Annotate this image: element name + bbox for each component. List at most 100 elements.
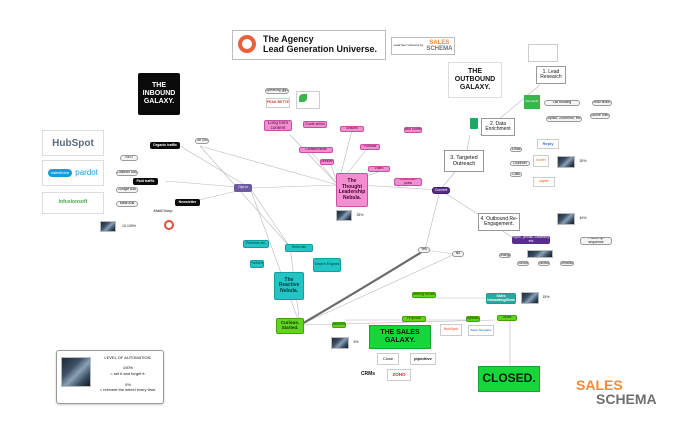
outbound-galaxy-label: THE OUTBOUND GALAXY. — [448, 62, 502, 98]
re-engagement-node[interactable]: 4. Outbound Re-Engagement. — [478, 213, 520, 231]
automation-legend: LEVEL OF AUTOMATION. 100% = set it and f… — [56, 350, 164, 404]
pardot-text: pardot — [75, 167, 98, 177]
node-guide-series[interactable]: Guide series — [303, 121, 327, 128]
node-meeting-booked[interactable]: Meeting booked — [412, 292, 436, 298]
node-reviews[interactable]: Reviews etc. — [243, 240, 269, 248]
salesforce-cloud-icon: salesforce — [48, 168, 73, 178]
node-email-finders[interactable]: Email finders — [592, 100, 612, 106]
zoominfo-logo: ZoomInfo — [524, 95, 540, 109]
node-remarket[interactable]: Remarket — [560, 261, 574, 266]
node-webinars[interactable]: Webinars — [320, 159, 334, 165]
node-linkedin-outreach[interactable]: LinkedIn — [510, 161, 530, 166]
node-nurture[interactable]: Nurture — [517, 261, 529, 266]
convert-pct: 5% — [353, 340, 359, 345]
node-long-form-content[interactable]: Long form content — [264, 120, 292, 131]
watermark-line-2: SCHEMA — [596, 391, 657, 407]
curious-started-node[interactable]: Curious. Started. — [276, 318, 304, 334]
node-deals[interactable]: Deals — [497, 315, 517, 321]
mailchimp-logo: MailChimp — [153, 207, 173, 213]
node-ads-on-content[interactable]: Ads on content — [195, 138, 209, 144]
automation-thumb-convert — [331, 337, 349, 349]
watermark-line-1: SALES — [576, 377, 623, 393]
node-linkedin-ads[interactable]: LinkedIn Ads — [116, 170, 138, 176]
node-no[interactable]: No — [452, 251, 464, 257]
hubspot-logo: HubSpot — [42, 130, 104, 156]
node-calls[interactable]: Calls — [510, 172, 522, 177]
reengage-channel-node[interactable]: Sync, (Email, Linkedin) etc — [512, 236, 550, 244]
sales-galaxy-label: THE SALES GALAXY. — [369, 325, 431, 349]
node-content-ideas[interactable]: Content ideas — [299, 147, 333, 153]
targeted-outreach-node[interactable]: 3. Targeted Outreach — [444, 150, 484, 172]
node-value-content[interactable]: Value content — [404, 127, 422, 133]
node-discovery[interactable]: Discovery — [332, 322, 346, 328]
automation-thumb-inbound — [100, 221, 116, 232]
brand-badge: Lead Gen Universe by SALES SCHEMA — [391, 37, 455, 55]
node-discussion-posts[interactable]: Discussion posts — [394, 178, 422, 186]
node-google-ads[interactable]: Google Ads — [116, 187, 138, 193]
zapier-logo: zapier — [533, 177, 555, 187]
node-opt-in[interactable]: Opt-in — [234, 184, 252, 192]
node-bounce-check[interactable]: Bounce check — [590, 113, 610, 119]
sales-pct: 15% — [542, 295, 550, 300]
legend-line-3: 0% — [125, 382, 131, 387]
close-logo: Close — [377, 353, 399, 365]
green-leaf-icon — [299, 94, 307, 102]
linkedin-logo-top — [528, 44, 558, 62]
infusionsoft-logo: Infusionsoft — [42, 192, 104, 214]
node-podcast[interactable]: Podcast — [360, 144, 380, 150]
brand-badge-2: SCHEMA — [426, 46, 453, 52]
automation-thumb-reengage — [557, 213, 575, 225]
node-articles[interactable]: Articles — [340, 126, 364, 132]
pipedrive-logo: pipedrive — [410, 353, 436, 365]
inbound-galaxy-label: THE INBOUND GALAXY. — [138, 73, 180, 115]
brand-badge-small: Lead Gen Universe by — [393, 43, 424, 48]
node-referrals[interactable]: Referrals — [285, 244, 313, 252]
title-line-1: The Agency — [263, 34, 314, 45]
inbound-pct: 10-100% — [121, 224, 136, 229]
speak-better-logo: SPEAK BETTER — [266, 98, 290, 108]
brand-badge-1: SALES — [429, 40, 450, 46]
node-apollo-zoominfo[interactable]: Apollo, ZoomInfo, etc — [546, 116, 582, 122]
automation-legend-thumb — [61, 357, 91, 387]
node-convert[interactable]: Convert — [432, 187, 450, 194]
lead-research-node[interactable]: 1. Lead Research — [536, 66, 566, 84]
node-search-engines[interactable]: Search Engines — [313, 258, 341, 272]
automation-thumb-sales — [521, 292, 539, 304]
title-card: The Agency Lead Generation Universe. — [232, 30, 386, 60]
mailchimp-icon — [164, 220, 174, 230]
node-retarget[interactable]: Retarget — [499, 253, 511, 258]
legend-title: LEVEL OF AUTOMATION. — [104, 355, 152, 360]
node-newsletter[interactable]: Newsletter — [175, 199, 200, 206]
hubspot-logo-small: HubSpot — [440, 324, 462, 336]
node-speaking-gigs[interactable]: Speaking gigs — [265, 88, 289, 94]
node-reactivate[interactable]: Reactivate — [538, 261, 550, 266]
node-partners[interactable]: Partners — [250, 260, 264, 268]
reactive-nebula-hub[interactable]: The Reactive Nebula. — [274, 272, 304, 300]
sales-schema-watermark: SALES SCHEMA — [576, 378, 668, 416]
node-seo[interactable]: SEO — [120, 155, 138, 161]
zoho-logo: ZOHO — [387, 369, 411, 381]
outreach-pct: 30% — [579, 159, 587, 164]
sales-onboarding-node[interactable]: Sales Onboarding/Demo — [486, 293, 516, 304]
node-organic-traffic[interactable]: Organic traffic — [150, 142, 180, 149]
node-negotiation[interactable]: Negotiation — [466, 316, 480, 322]
automation-thumb-reengage-2 — [527, 250, 553, 258]
closed-node[interactable]: CLOSED. — [478, 366, 540, 392]
reengage-pct: 40% — [579, 216, 587, 221]
data-enrichment-node[interactable]: 2. Data Enrichment — [481, 118, 515, 136]
hunter-logo: hunter — [533, 155, 549, 167]
node-yes[interactable]: Yes — [418, 247, 430, 253]
lifebuoy-icon — [238, 35, 256, 53]
node-follow-up-sequence[interactable]: Follow up sequence — [580, 237, 612, 245]
automation-thumb-thought — [336, 210, 352, 221]
automation-thumb-outreach — [557, 156, 575, 168]
reply-logo: Reply — [537, 139, 559, 149]
thought-leadership-hub[interactable]: The Thought Leadership Nebula. — [336, 173, 368, 207]
node-email[interactable]: Email — [510, 147, 522, 152]
node-paid-traffic[interactable]: Paid traffic — [133, 178, 158, 185]
thought-pct: 25% — [356, 213, 364, 218]
node-list-building[interactable]: List building — [544, 100, 580, 106]
node-meta-ads[interactable]: Meta Ads — [116, 201, 138, 207]
node-video[interactable]: Video — [368, 166, 390, 172]
node-proposal[interactable]: Proposal — [402, 316, 426, 322]
